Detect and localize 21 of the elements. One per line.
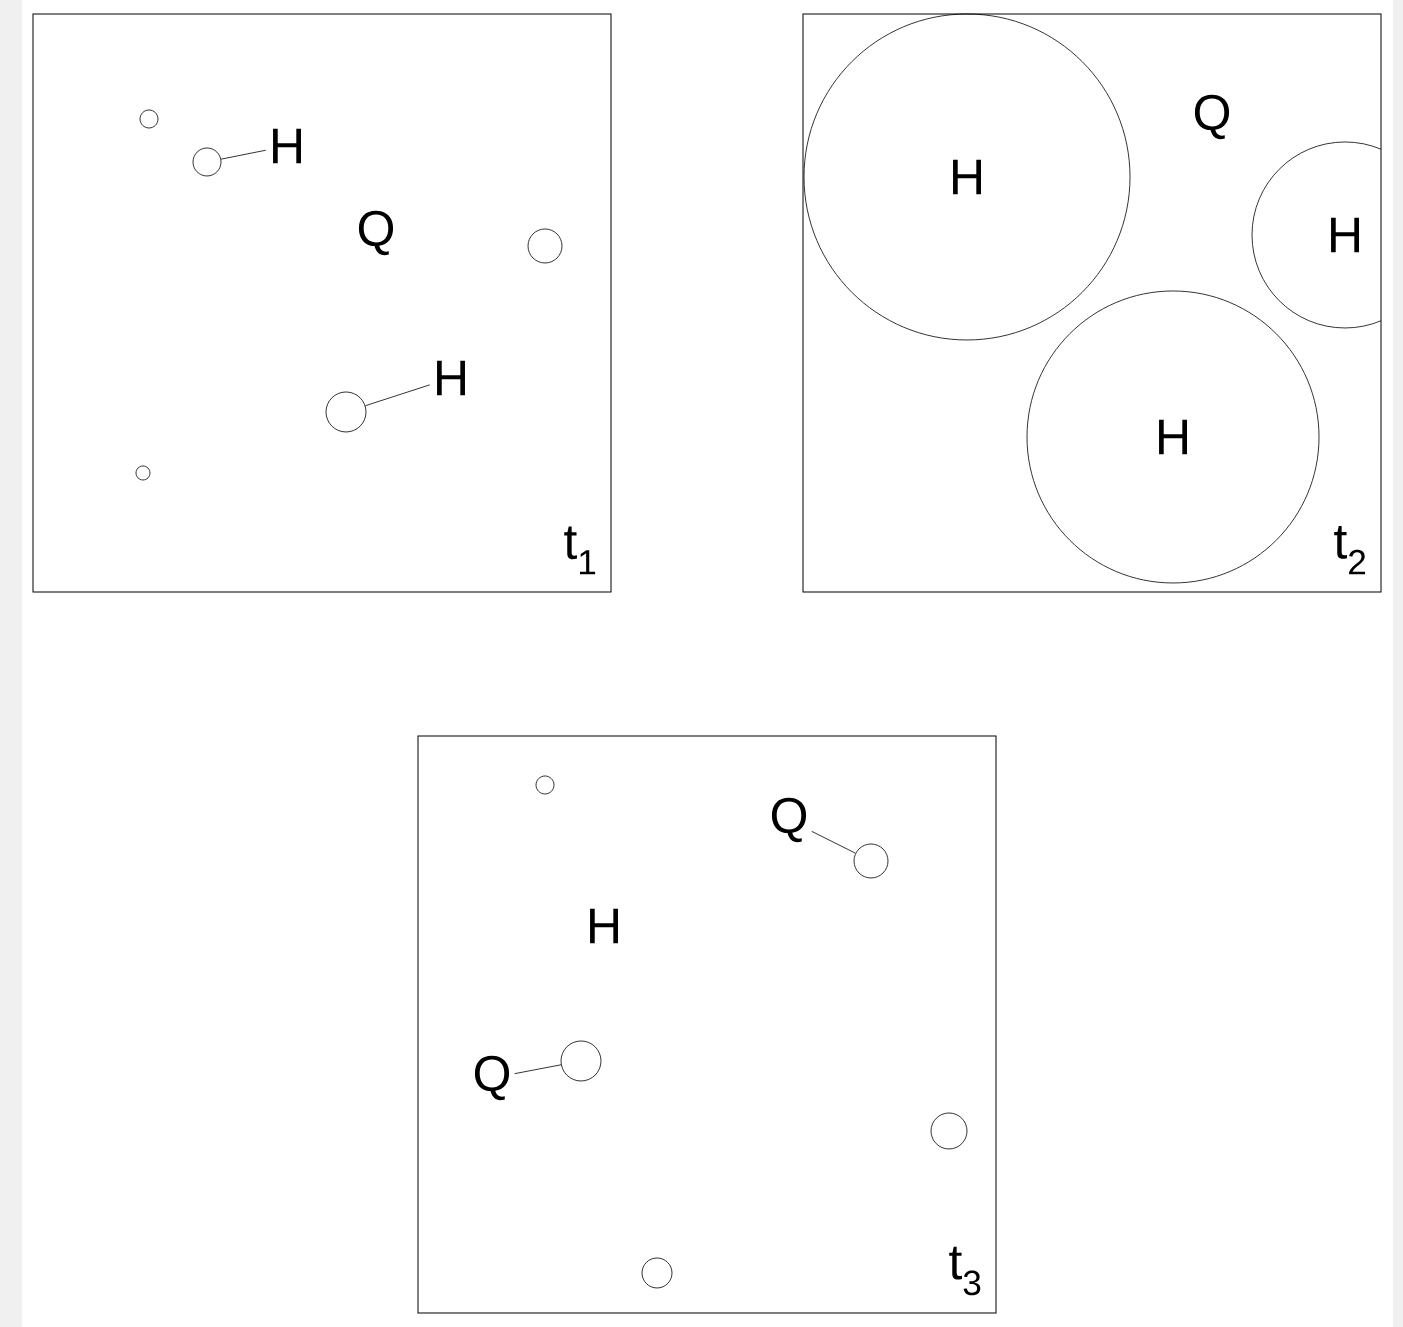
circle xyxy=(930,1112,968,1150)
text-label: H xyxy=(273,128,301,164)
circle xyxy=(139,109,159,129)
circle xyxy=(135,465,151,481)
leader-line xyxy=(811,830,856,854)
text-label: H xyxy=(590,908,618,944)
circle xyxy=(192,147,222,177)
circle xyxy=(641,1257,673,1289)
circle xyxy=(527,228,563,264)
text-label: Q xyxy=(1194,94,1230,140)
text-label: Q xyxy=(474,1055,510,1101)
leader-line xyxy=(220,149,267,160)
circle xyxy=(325,391,367,433)
text-label: H xyxy=(437,360,465,396)
circle xyxy=(560,1040,602,1082)
text-label: Q xyxy=(771,797,807,843)
text-label: Q xyxy=(358,210,394,256)
leader-line xyxy=(514,1064,562,1075)
leader-line xyxy=(365,384,431,407)
circle xyxy=(853,843,889,879)
circle xyxy=(535,775,555,795)
